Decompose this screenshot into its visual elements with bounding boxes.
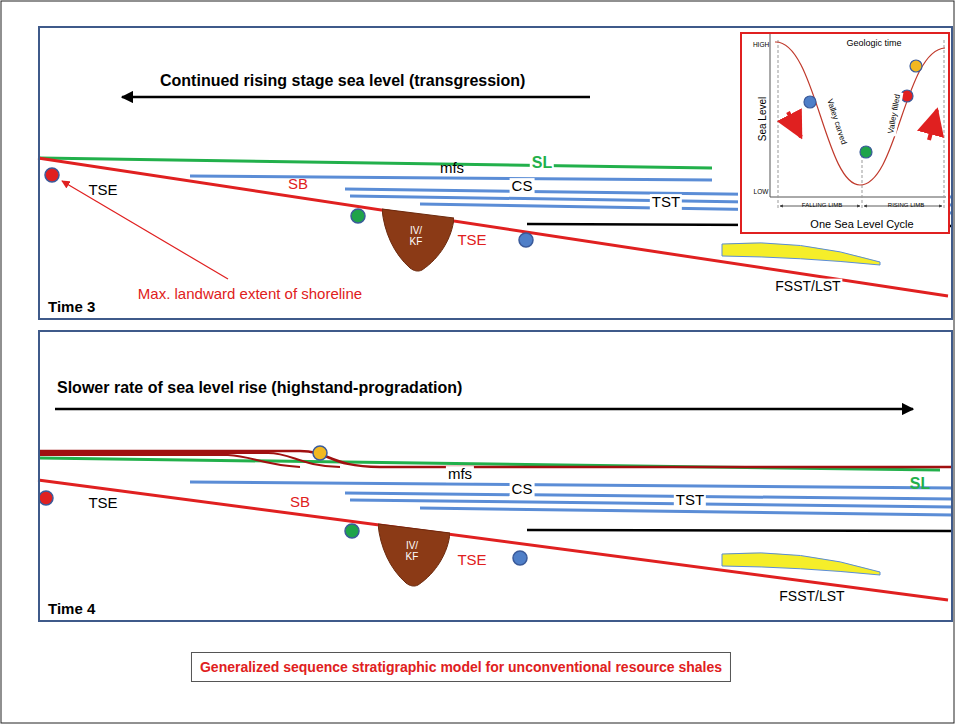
tract-label: FSST/LST (777, 589, 846, 604)
ravinement-surface (38, 480, 948, 600)
red-dot (45, 168, 59, 182)
incised-valley-fill: IV/ KF (382, 208, 454, 272)
blue-dot (513, 551, 527, 565)
surface-label: mfs (440, 160, 464, 176)
inset-box: HIGH LOW Sea Level Geologic timeValley carv… (740, 32, 950, 234)
curve-note: Valley filled (887, 92, 903, 137)
rising-arrow (929, 110, 937, 140)
tract-label: TST (650, 194, 682, 210)
time4-section (38, 409, 953, 600)
yellow-dot (910, 60, 922, 72)
lowstand-wedge (722, 243, 880, 265)
strata-line (527, 530, 953, 531)
yellow-dot (313, 446, 327, 460)
axis-label: HIGH (753, 41, 769, 48)
surface-label: TSE (88, 495, 117, 511)
direction-arrow (55, 408, 913, 411)
sea-level-label: SL (530, 155, 554, 172)
inset-ground (738, 30, 948, 232)
surface-label: TSE (457, 552, 486, 568)
valley-label: IV/ KF (406, 540, 419, 562)
tract-label: TST (674, 492, 706, 508)
divider (778, 40, 779, 208)
callout-note: Max. landward extent of shoreline (138, 286, 362, 302)
limb-label: FALLING LIMB (802, 202, 842, 209)
red-dot (39, 491, 53, 505)
mfs-line (190, 176, 712, 180)
surface-label: SB (288, 176, 308, 192)
surface-label: TSE (88, 182, 117, 198)
axis-title: Sea Level (757, 97, 768, 141)
valley-label: IV/ KF (410, 225, 423, 247)
green-dot (351, 209, 365, 223)
blue-dot (519, 233, 533, 247)
leader-arrow (62, 181, 228, 279)
lowstand-wedge (722, 553, 880, 575)
surface-label: TSE (457, 232, 486, 248)
tract-label: FSST/LST (773, 279, 842, 294)
clinoform (40, 455, 300, 467)
curve-note: Valley carved (824, 96, 848, 148)
axis (770, 197, 946, 198)
surface-label: CS (510, 481, 535, 497)
sea-level-label: SL (910, 476, 930, 493)
time-label: Time 3 (48, 299, 95, 316)
strata-line (190, 482, 953, 488)
incised-valley-fill: IV/ KF (378, 523, 450, 587)
blue-dot (804, 96, 816, 108)
caption-box: Generalized sequence stratigraphic model… (191, 652, 731, 682)
limb-label: RISING LIMB (888, 202, 924, 209)
surface-label: CS (510, 178, 535, 194)
divider (944, 40, 945, 208)
red-dot (901, 90, 913, 102)
falling-arrow (788, 112, 801, 137)
sea-level-curve (775, 42, 945, 185)
panel: Continued rising stage sea level (transg… (38, 26, 953, 320)
direction-arrow (122, 96, 590, 99)
inset-caption: One Sea Level Cycle (810, 218, 913, 230)
divider (862, 150, 863, 208)
green-dot (860, 146, 872, 158)
clinoform (40, 451, 953, 467)
axis (770, 34, 771, 197)
sea-level-cycle-inset (738, 30, 948, 232)
clinoform (40, 453, 340, 467)
time-label: Time 4 (48, 601, 95, 618)
sea-level-line (40, 158, 712, 168)
strata-line (420, 508, 953, 515)
valley-shape (378, 524, 450, 586)
green-dot (345, 524, 359, 538)
axis-label: LOW (754, 188, 769, 195)
axis-title: Geologic time (846, 39, 901, 49)
surface-label: SB (290, 494, 310, 510)
surface-label: mfs (446, 466, 474, 482)
strata-line (350, 500, 953, 507)
panel-heading: Continued rising stage sea level (transg… (160, 72, 525, 90)
panel: Slower rate of sea level rise (highstand… (38, 330, 953, 622)
panel-heading: Slower rate of sea level rise (highstand… (57, 379, 462, 397)
valley-shape (382, 209, 454, 271)
strata-line (345, 493, 953, 499)
